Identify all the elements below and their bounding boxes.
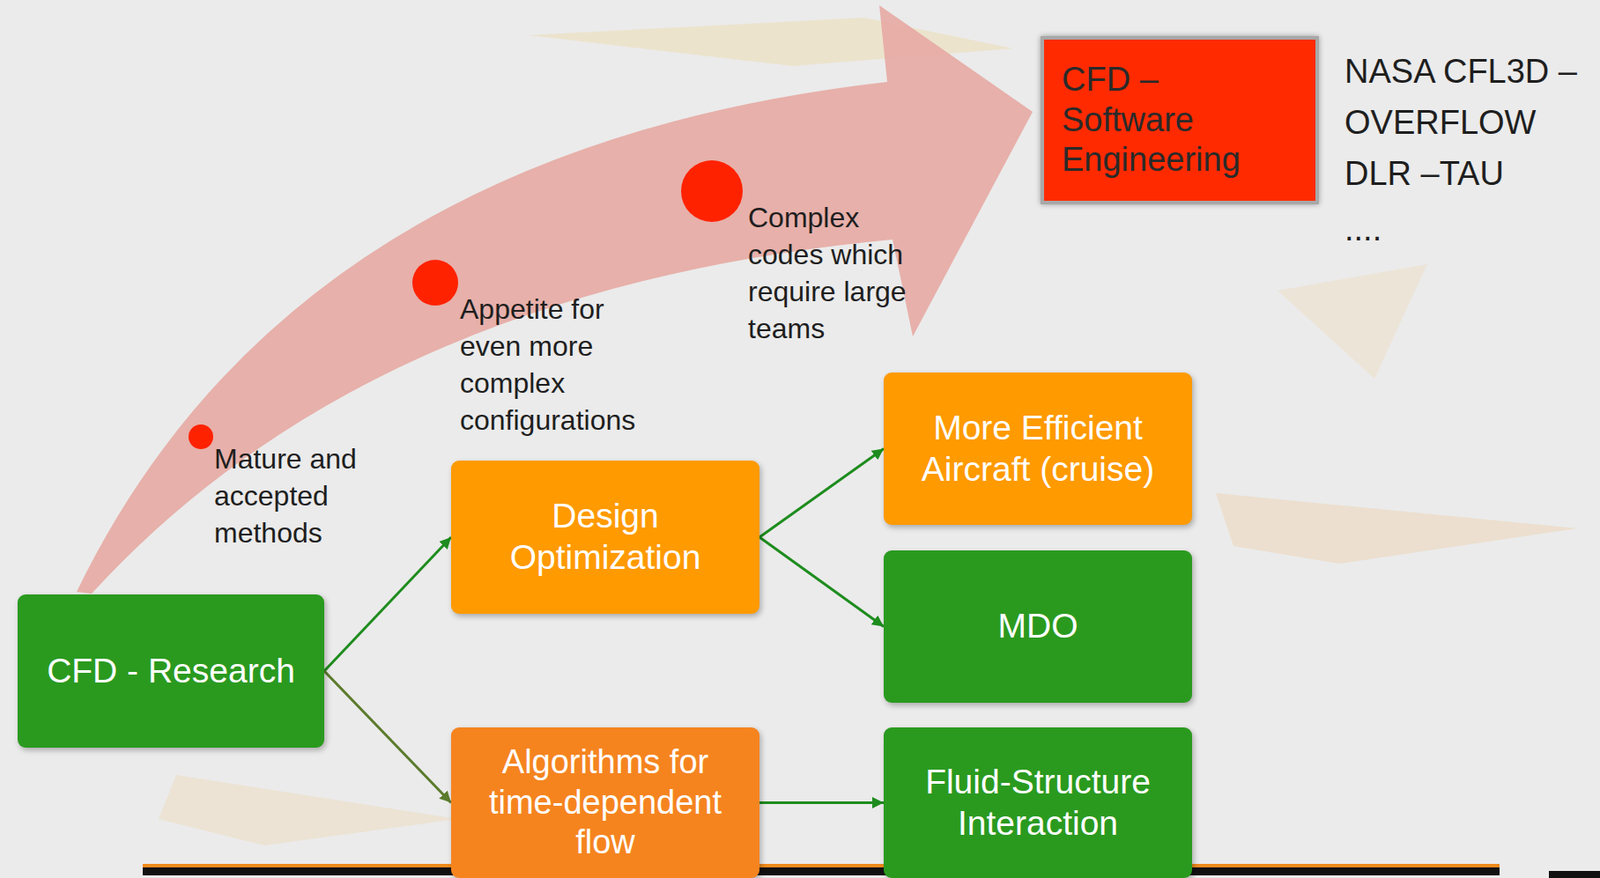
outcome-box: More Efficient Aircraft (cruise): [883, 372, 1193, 526]
milestone-note: Appetite for even more complex configura…: [459, 290, 667, 439]
milestone-dot: [188, 424, 214, 450]
highlight-box: CFD – Software Engineering: [1040, 36, 1319, 205]
flow-arrow: [324, 537, 452, 672]
aircraft-watermark: [1277, 264, 1428, 379]
code-name: DLR –TAU: [1344, 153, 1504, 194]
code-name: NASA CFL3D –: [1344, 51, 1578, 92]
flow-arrow: [759, 537, 884, 628]
node-label: Algorithms for time-dependent flow: [468, 742, 742, 864]
node-label: MDO: [998, 606, 1079, 648]
footer-rule: [142, 864, 1500, 868]
node-label: CFD – Software Engineering: [1061, 59, 1298, 181]
process-box: Design Optimization: [451, 460, 760, 615]
code-name: OVERFLOW: [1344, 102, 1536, 143]
node-label: CFD - Research: [46, 651, 296, 693]
flow-arrow: [324, 671, 452, 804]
flow-arrow: [759, 801, 884, 805]
milestone-dot: [681, 160, 743, 223]
aircraft-watermark: [158, 775, 459, 846]
code-name: ....: [1344, 208, 1382, 250]
node-label: Design Optimization: [468, 496, 742, 579]
flow-arrow: [759, 449, 884, 539]
node-label: Fluid-Structure Interaction: [901, 762, 1175, 845]
milestone-note: Mature and accepted methods: [214, 440, 382, 552]
research-box: CFD - Research: [17, 594, 325, 749]
outcome-box: MDO: [883, 550, 1193, 704]
outcome-box: Fluid-Structure Interaction: [883, 727, 1193, 878]
process-box: Algorithms for time-dependent flow: [451, 727, 760, 878]
node-label: More Efficient Aircraft (cruise): [901, 407, 1175, 491]
footer-rule: [142, 867, 1500, 876]
footer-mark: [1548, 871, 1600, 878]
aircraft-watermark: [1215, 493, 1578, 564]
milestone-note: Complex codes which require large teams: [748, 199, 929, 348]
milestone-dot: [412, 259, 459, 306]
